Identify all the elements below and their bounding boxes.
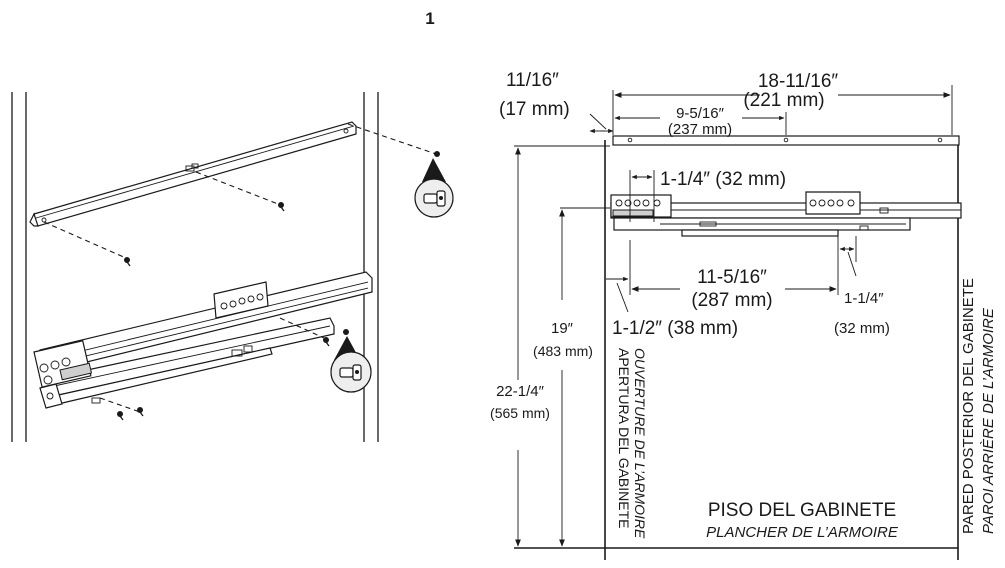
screw-path xyxy=(279,317,325,339)
span-inches: 11-5/16″ xyxy=(697,267,767,288)
slide-height-mm: (483 mm) xyxy=(533,343,593,359)
rear-offset-mm: (32 mm) xyxy=(834,320,890,337)
gap-top-mm: (17 mm) xyxy=(499,99,570,120)
rear-offset-inches: 1-1/4″ xyxy=(844,290,884,307)
cabinet-floor-label-es: PISO DEL GABINETE xyxy=(708,500,896,521)
rear-wall-label-es: PARED POSTERIOR DEL GABINETE xyxy=(960,278,977,534)
mid-length-inches: 9-5/16″ xyxy=(676,105,725,122)
screw-icon xyxy=(343,329,349,335)
screw-callout-icon xyxy=(330,336,372,393)
screw-icon xyxy=(323,337,330,347)
total-length-mm: (221 mm) xyxy=(743,90,824,111)
cabinet-illustration xyxy=(11,92,454,442)
screw-icon xyxy=(117,411,124,421)
front-offset: 1-1/4″ (32 mm) xyxy=(660,169,786,190)
screw-callout-icon xyxy=(414,158,454,218)
bracket-height-inches: 22-1/4″ xyxy=(496,383,545,400)
bracket-height-mm: (565 mm) xyxy=(490,405,550,421)
leader-line xyxy=(847,251,857,277)
screw-icon xyxy=(137,407,144,417)
right-cabinet-wall xyxy=(363,92,379,442)
rear-bracket xyxy=(29,121,357,227)
left-cabinet-wall xyxy=(11,92,27,442)
leader-line xyxy=(616,282,629,313)
screw-path xyxy=(347,123,437,155)
rear-wall-label-fr: PAROI ARRIÈRE DE L’ARMOIRE xyxy=(980,307,997,534)
cabinet-opening-label-fr: OUVERTURE DE L’ARMOIRE xyxy=(632,348,648,539)
leader-line xyxy=(589,113,607,130)
screw-path xyxy=(43,221,127,259)
cabinet-floor-label-fr: PLANCHER DE L’ARMOIRE xyxy=(706,524,899,541)
setback-dimension: 1-1/2″ (38 mm) xyxy=(612,318,738,339)
rear-bracket-profile xyxy=(612,135,960,146)
drawer-slide xyxy=(33,271,373,409)
screw-icon xyxy=(278,202,285,212)
cabinet-opening-label-es: APERTURA DEL GABINETE xyxy=(616,348,632,529)
step-number: 1 xyxy=(425,9,434,28)
total-length-inches: 18-11/16″ xyxy=(758,71,839,92)
screw-icon xyxy=(124,257,131,267)
drawer-slide-profile xyxy=(610,191,962,237)
slide-height-inches: 19″ xyxy=(551,320,574,337)
mid-length-mm: (237 mm) xyxy=(668,121,732,138)
screw-icon xyxy=(434,151,440,157)
screw-path xyxy=(195,171,279,205)
span-mm: (287 mm) xyxy=(691,290,772,311)
gap-top-inches: 11/16″ xyxy=(506,70,559,91)
screw-path xyxy=(99,397,141,413)
dimension-drawing: 11/16″ (17 mm) 18-11/16″ (221 mm) 9-5/16… xyxy=(490,70,997,560)
